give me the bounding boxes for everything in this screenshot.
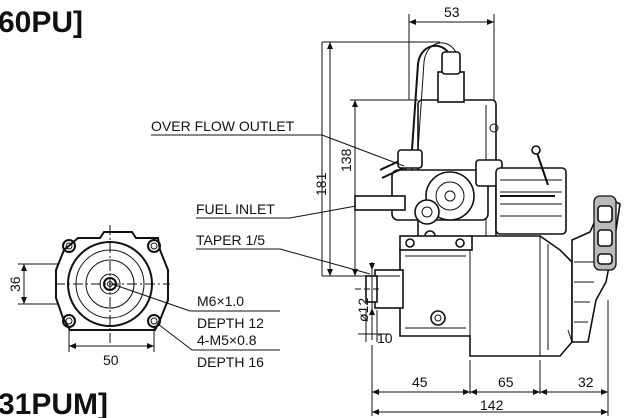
dim-seg-3: 32 (578, 374, 594, 390)
dim-flange-width: 50 (103, 352, 119, 368)
flange-callouts: M6×1.0 DEPTH 12 4-M5×0.8 DEPTH 16 (111, 283, 280, 370)
label-depth-16: DEPTH 16 (197, 354, 264, 370)
label-fuel-inlet: FUEL INLET (196, 201, 275, 217)
side-dimensions: 53 181 138 ø12 10 45 65 32 (313, 4, 609, 416)
label-depth-12: DEPTH 12 (197, 315, 264, 331)
dim-overall-len: 142 (480, 397, 504, 413)
label-m5-thread: 4-M5×0.8 (197, 332, 257, 348)
dim-tank-height: 138 (338, 148, 354, 172)
dim-shaft-len: 10 (377, 330, 393, 346)
dim-shaft-dia: ø12 (355, 298, 371, 322)
engine-side-view (354, 42, 621, 357)
model-heading-bottom: 31PUM] (0, 388, 108, 418)
dim-total-height: 181 (313, 172, 329, 196)
label-m6-thread: M6×1.0 (197, 293, 244, 309)
model-heading-top: 60PU] (0, 6, 83, 39)
side-callouts: OVER FLOW OUTLET FUEL INLET TAPER 1/5 (151, 118, 405, 275)
label-taper: TAPER 1/5 (196, 232, 265, 248)
dim-seg-2: 65 (498, 374, 514, 390)
dim-seg-1: 45 (412, 374, 428, 390)
flange-front-view (55, 225, 170, 345)
dim-flange-height: 36 (7, 276, 23, 292)
flange-dimensions: 36 50 (7, 263, 155, 368)
dim-top-width: 53 (444, 4, 460, 20)
label-overflow-outlet: OVER FLOW OUTLET (151, 118, 295, 134)
